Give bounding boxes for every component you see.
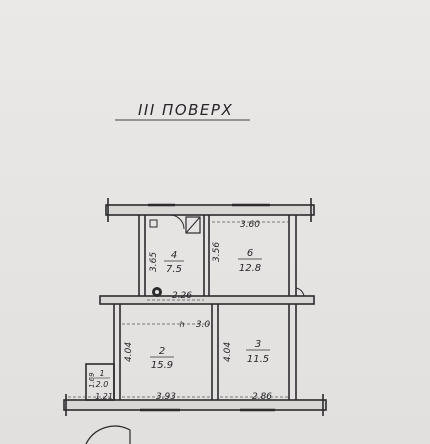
dim-bottom-right-width: 2.86 <box>252 392 272 402</box>
dim-room4-height: 3.65 <box>149 252 159 272</box>
dim-room1-height: 1.69 <box>88 372 96 388</box>
room2-area: 15.9 <box>151 360 173 371</box>
room2-number: 2 <box>159 346 165 357</box>
dim-mark-h: h <box>179 320 184 329</box>
room3-area: 11.5 <box>247 354 269 365</box>
dim-room2-top-width: 3.0 <box>196 320 211 330</box>
dim-corridor-width: 2.26 <box>172 291 192 301</box>
room1-area: 2.0 <box>96 380 109 389</box>
bathroom-fixture <box>185 216 201 234</box>
room1-number: 1 <box>99 369 104 378</box>
dim-top-right-width: 3.60 <box>240 220 260 230</box>
top-exterior-wall <box>105 204 315 216</box>
dim-room1-width: 1.21 <box>95 392 113 401</box>
dim-room3-height: 4.04 <box>223 342 233 362</box>
dim-bottom-left-width: 3.93 <box>156 392 176 402</box>
bottom-exterior-wall <box>63 399 327 411</box>
entrance-arc <box>85 425 131 444</box>
plan-title: ІІІ ПОВЕРХ <box>138 101 233 119</box>
middle-wall <box>99 295 315 305</box>
dim-room6-height: 3.56 <box>212 242 222 262</box>
door-arc-room4 <box>169 214 185 230</box>
room4-number: 4 <box>171 250 177 261</box>
small-fixture <box>149 219 158 228</box>
room4-area: 7.5 <box>166 264 182 275</box>
room1-box <box>85 363 115 401</box>
dim-room2-height: 4.04 <box>124 342 134 362</box>
room6-number: 6 <box>247 248 253 259</box>
room6-area: 12.8 <box>239 263 261 274</box>
room3-number: 3 <box>255 339 261 350</box>
